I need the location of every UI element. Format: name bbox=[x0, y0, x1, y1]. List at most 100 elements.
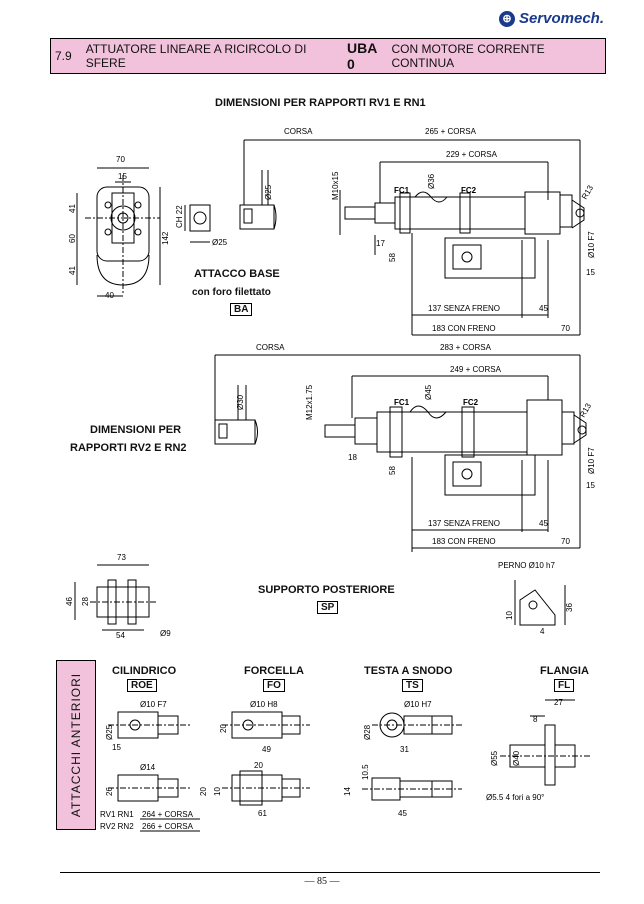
sp-d9: Ø9 bbox=[160, 629, 171, 638]
fo-h8: Ø10 H8 bbox=[250, 700, 278, 709]
ts-14: 14 bbox=[343, 787, 352, 796]
banner-title-post: CON MOTORE CORRENTE CONTINUA bbox=[391, 42, 545, 70]
ts-105: 10.5 bbox=[361, 764, 370, 780]
roe-26: 26 bbox=[105, 787, 114, 796]
sp-perno: PERNO Ø10 h7 bbox=[498, 561, 555, 570]
fl-holes: Ø5.5 4 fori a 90° bbox=[486, 793, 544, 802]
dim2-283: 283 + CORSA bbox=[440, 343, 492, 352]
attachments-side-label: ATTACCHI ANTERIORI bbox=[56, 660, 96, 830]
dim1-d25b: Ø25 bbox=[212, 238, 228, 247]
roe-15: 15 bbox=[112, 743, 121, 752]
dim2-45: 45 bbox=[539, 519, 548, 528]
dim2-fc1: FC1 bbox=[394, 398, 410, 407]
dim1-15: 15 bbox=[586, 268, 595, 277]
roe-f7: Ø10 F7 bbox=[140, 700, 167, 709]
dim2-15: 15 bbox=[586, 481, 595, 490]
fl-27: 27 bbox=[554, 698, 563, 707]
dim2-249: 249 + CORSA bbox=[450, 365, 502, 374]
sp-28: 28 bbox=[81, 597, 90, 606]
dim1-60: 60 bbox=[68, 234, 77, 243]
servomech-logo-icon: ⊕ bbox=[498, 10, 515, 27]
dim1-70: 70 bbox=[561, 324, 570, 333]
sp-46: 46 bbox=[65, 597, 74, 606]
length-value-1: 264 + CORSA bbox=[142, 810, 194, 819]
dim1-229: 229 + CORSA bbox=[446, 150, 498, 159]
attachment-fl-drawing bbox=[500, 699, 590, 786]
sp-54: 54 bbox=[116, 631, 125, 640]
fl-d55: Ø55 bbox=[490, 750, 499, 766]
dim1-45: 45 bbox=[539, 304, 548, 313]
section-number: 7.9 bbox=[55, 49, 72, 63]
dim2-corsa: CORSA bbox=[256, 343, 285, 352]
dim2-70: 70 bbox=[561, 537, 570, 546]
fo-61: 61 bbox=[258, 809, 267, 818]
att-roe-code: ROE bbox=[127, 679, 157, 692]
brand-logo: ⊕ Servomech. bbox=[498, 10, 604, 27]
fl-d40: Ø40 bbox=[512, 750, 521, 766]
att-ts-code: TS bbox=[402, 679, 423, 692]
attacco-base-title: ATTACCO BASE bbox=[194, 268, 280, 280]
dim2-fc2: FC2 bbox=[463, 398, 479, 407]
length-ratio-2: RV2 RN2 bbox=[100, 822, 134, 831]
ts-31: 31 bbox=[400, 745, 409, 754]
length-value-2: 266 + CORSA bbox=[142, 822, 194, 831]
dim1-w15: 15 bbox=[118, 172, 127, 181]
ch22-drawing bbox=[184, 204, 211, 243]
fo-20c: 20 bbox=[199, 787, 208, 796]
dim1-41b: 41 bbox=[68, 266, 77, 275]
ts-h7: Ø10 H7 bbox=[404, 700, 432, 709]
section2-heading-line2: RAPPORTI RV2 E RN2 bbox=[70, 442, 187, 454]
front-view-drawing bbox=[76, 167, 161, 297]
rear-support-drawing bbox=[74, 564, 566, 631]
rod-end-detail-2 bbox=[214, 354, 325, 445]
att-roe-title: CILINDRICO bbox=[112, 665, 177, 677]
dim1-ch: CH 22 bbox=[175, 205, 184, 228]
sp-10: 10 bbox=[505, 611, 514, 620]
dim1-w70: 70 bbox=[116, 155, 125, 164]
dim1-58: 58 bbox=[388, 253, 397, 262]
dim1-fc1: FC1 bbox=[394, 186, 410, 195]
roe-d14: Ø14 bbox=[140, 763, 156, 772]
dim1-142: 142 bbox=[161, 231, 170, 245]
banner-title-pre: ATTUATORE LINEARE A RICIRCOLO DI SFERE bbox=[85, 42, 307, 70]
dim1-41a: 41 bbox=[68, 204, 77, 213]
section-banner: 7.9 ATTUATORE LINEARE A RICIRCOLO DI SFE… bbox=[50, 38, 606, 74]
dim1-corsa: CORSA bbox=[284, 127, 313, 136]
attacco-base-code: BA bbox=[230, 303, 253, 316]
attachment-roe-drawing bbox=[108, 711, 190, 802]
att-fl-title: FLANGIA bbox=[540, 665, 589, 677]
length-ratio-1: RV1 RN1 bbox=[100, 810, 134, 819]
ts-45: 45 bbox=[398, 809, 407, 818]
attachment-fo-drawing bbox=[222, 711, 310, 806]
section2-heading-line1: DIMENSIONI PER bbox=[90, 424, 182, 436]
actuator-1-drawing bbox=[339, 139, 585, 336]
fo-10: 10 bbox=[213, 787, 222, 796]
dim1-f7: Ø10 F7 bbox=[587, 231, 596, 258]
page-number: — 85 — bbox=[304, 876, 340, 887]
dim1-r13: R13 bbox=[580, 183, 595, 201]
dim1-fc2: FC2 bbox=[461, 186, 477, 195]
dim1-d36: Ø36 bbox=[427, 173, 436, 189]
dim1-17: 17 bbox=[376, 239, 385, 248]
sp-73: 73 bbox=[117, 553, 126, 562]
rod-end-detail-1 bbox=[239, 139, 340, 230]
dim2-58: 58 bbox=[388, 466, 397, 475]
dim2-183: 183 CON FRENO bbox=[432, 537, 496, 546]
actuator-2-drawing bbox=[324, 354, 587, 552]
section1-heading: DIMENSIONI PER RAPPORTI RV1 E RN1 bbox=[215, 97, 426, 109]
banner-model: UBA 0 bbox=[347, 40, 377, 72]
dim2-d45: Ø45 bbox=[424, 384, 433, 400]
fl-8: 8 bbox=[533, 715, 538, 724]
att-fo-title: FORCELLA bbox=[244, 665, 304, 677]
roe-d25: Ø25 bbox=[105, 724, 114, 740]
supporto-code: SP bbox=[317, 601, 339, 614]
attachment-ts-drawing bbox=[362, 712, 462, 801]
dim1-d25: Ø25 bbox=[264, 184, 273, 200]
dim2-137: 137 SENZA FRENO bbox=[428, 519, 500, 528]
att-fl-code: FL bbox=[554, 679, 575, 692]
brand-name: Servomech. bbox=[518, 10, 604, 27]
sp-36: 36 bbox=[565, 603, 574, 612]
fo-20: 20 bbox=[219, 724, 228, 733]
dim1-137: 137 SENZA FRENO bbox=[428, 304, 500, 313]
